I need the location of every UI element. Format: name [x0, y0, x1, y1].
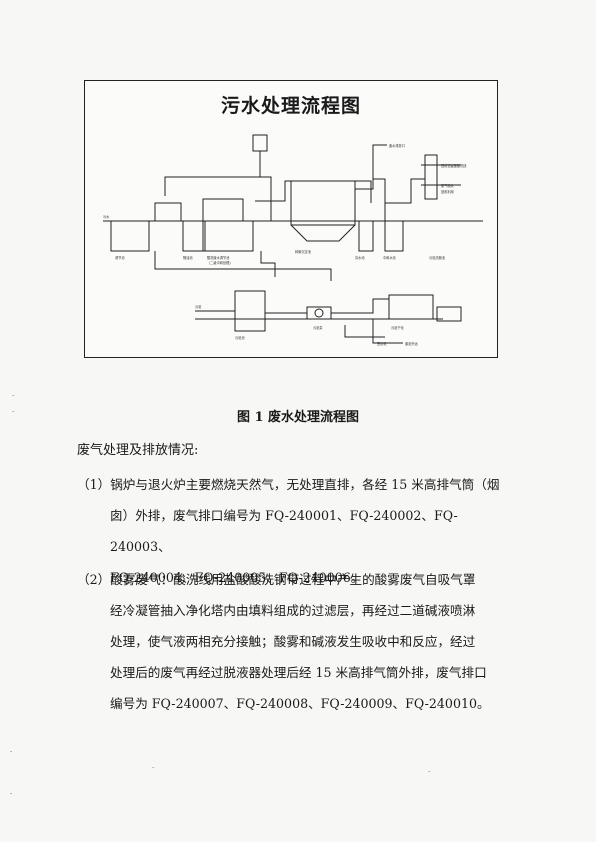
label-inlet-bottom: 污泥: [195, 304, 202, 309]
pipe-to-discharge: [372, 144, 387, 179]
pipe-neutral-tower: [385, 178, 425, 204]
scan-dot: ·: [12, 392, 15, 400]
acid-basin: [182, 220, 206, 252]
tower: [424, 154, 438, 200]
label-sludge-storage: 污泥浓缩池: [429, 255, 446, 260]
scan-dot: ·: [10, 790, 13, 798]
paragraph-2: （2）酸雾废气：酸洗线用盐酸酸洗钢带过程中产生的酸雾废气自吸气罩 经冷凝管抽入净…: [77, 564, 517, 719]
paragraph-1-line-1: （1）锅炉与退火炉主要燃烧天然气，无处理直排，各经 15 米高排气筒（烟: [77, 477, 500, 492]
label-acid-basin: 隔油池: [183, 255, 193, 260]
paragraph-2-line-5: 编号为 FQ-240007、FQ-240008、FQ-240009、FQ-240…: [110, 696, 490, 711]
label-recycled-fluid: 回用至盐酸酸洗线: [441, 163, 467, 168]
label-gas-discharge: 尾气吸收: [441, 183, 455, 188]
section-heading: 废气处理及排放情况:: [77, 443, 199, 458]
scan-dot: ·: [12, 408, 15, 416]
figure-title: 污水处理流程图: [220, 95, 361, 117]
label-pump: 污泥泵: [313, 325, 323, 330]
paragraph-1: （1）锅炉与退火炉主要燃烧天然气，无处理直排，各经 15 米高排气筒（烟 囱）外…: [77, 469, 517, 593]
sludge-cart: [436, 306, 462, 322]
main-pipe-top: [105, 202, 203, 222]
pipe-filter-down: [260, 251, 276, 277]
paragraph-1-line-3: FQ-240004、FQ-240005、FQ-240006。: [110, 570, 364, 585]
label-collection-tank: 调节池: [115, 255, 125, 260]
label-reaction-basin: 酸洗废水调节池: [207, 255, 230, 260]
label-filter: 清水池: [355, 255, 365, 260]
label-dewatering: 污泥干化: [391, 325, 405, 330]
process-flow-diagram: 废水排放口 回用至盐酸酸洗线 尾气吸收 回收利用 污水 调节池 隔油池 酸洗废水…: [103, 134, 483, 346]
pump-wheel: [314, 308, 324, 318]
clarifier-cone: [290, 224, 356, 242]
paragraph-1-line-2: 囱）外排，废气排口编号为 FQ-240001、FQ-240002、FQ-2400…: [110, 508, 458, 554]
scan-dot: ·: [428, 768, 431, 776]
pipe-high: [164, 176, 272, 221]
scan-dot: ·: [10, 748, 13, 756]
label-outfall-a: 压滤机: [377, 341, 387, 346]
label-sludge-tank: 污泥池: [235, 335, 245, 340]
sludge-storage: [234, 290, 266, 332]
pipe-down-to-sludge: [154, 251, 332, 281]
neutral-tank: [384, 220, 404, 252]
label-inlet-left: 污水: [103, 214, 110, 219]
pipe-outfall-b: [344, 325, 385, 338]
label-regen-product: 回收利用: [441, 189, 454, 194]
paragraph-2-line-4: 处理后的废气再经过脱液器处理后经 15 米高排气筒外排，废气排口: [110, 665, 487, 680]
clarifier: [290, 180, 356, 226]
paragraph-2-line-3: 处理，使气液两相充分接触；酸雾和碱液发生吸收中和反应，经过: [110, 634, 476, 649]
label-clarifier: 斜管沉淀池: [295, 249, 312, 254]
paragraph-2-line-2: 经冷凝管抽入净化塔内由填料组成的过滤层，再经过二道碱液喷淋: [110, 603, 476, 618]
pipe-pump-dewater: [331, 298, 389, 314]
filter-press: [388, 294, 434, 320]
filter-tank: [358, 220, 374, 252]
collection-tank: [110, 220, 150, 252]
pipe-outfall: [372, 319, 403, 344]
pipe-reaction-clarifier: [255, 180, 372, 203]
scan-dot: ·: [152, 764, 155, 772]
pipe-to-basin: [202, 198, 244, 221]
reaction-basin: [202, 220, 254, 252]
label-outfall-b: 废泥外运: [405, 341, 419, 346]
paragraph-2-line-1: （2）酸雾废气：酸洗线用盐酸酸洗钢带过程中产生的酸雾废气自吸气罩: [77, 572, 476, 587]
figure-caption: 图 1 废水处理流程图: [236, 410, 360, 425]
label-neutral-tank: 中和水池: [383, 255, 397, 260]
process-flow-figure: 污水处理流程图: [84, 80, 498, 358]
label-wastewater-discharge: 废水排放口: [389, 143, 405, 148]
label-reaction-basin-sub: (二级中和处理): [209, 260, 231, 265]
dosing-box: [252, 134, 268, 152]
pipe-clarifier-neutral: [355, 178, 386, 221]
